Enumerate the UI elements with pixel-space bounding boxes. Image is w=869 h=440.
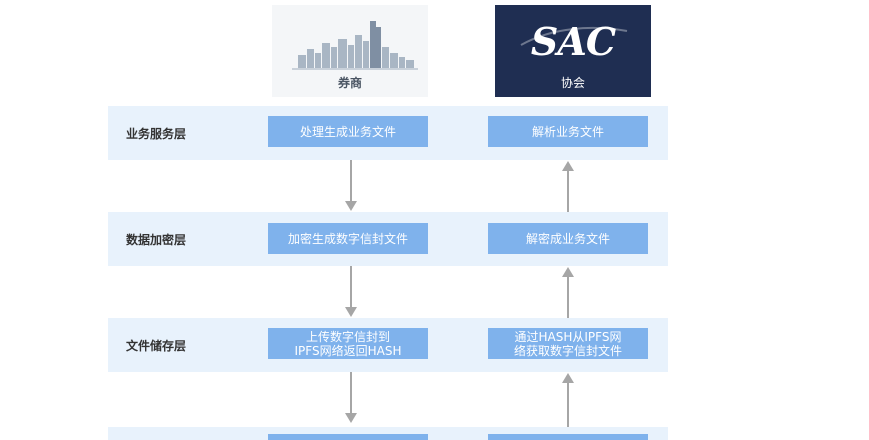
arrow-down-3-head xyxy=(345,413,357,423)
arrow-up-2-head xyxy=(562,267,574,277)
layer-label: 业务服务层 xyxy=(126,126,187,141)
storage-left-box: 上传数字信封到 IPFS网络返回HASH xyxy=(268,328,428,359)
box-text-line-2: IPFS网络返回HASH xyxy=(294,343,402,358)
box-text: 处理生成业务文件 xyxy=(299,124,396,139)
encryption-right-box: 解密成业务文件 xyxy=(488,223,648,254)
broker-label: 券商 xyxy=(337,76,362,90)
business-right-box: 解析业务文件 xyxy=(488,116,648,147)
sac-card: SAC 协会 xyxy=(495,5,651,97)
box-text: 解密成业务文件 xyxy=(525,231,610,246)
sac-logo: SAC xyxy=(530,19,616,64)
box-text: 解析业务文件 xyxy=(531,124,604,139)
partial-right-box xyxy=(488,434,648,440)
arrow-down-1-head xyxy=(345,201,357,211)
box-text-line-1: 上传数字信封到 xyxy=(305,329,390,344)
business-left-box: 处理生成业务文件 xyxy=(268,116,428,147)
arrow-down-2-head xyxy=(345,307,357,317)
layer-label: 数据加密层 xyxy=(126,232,187,247)
layer-label: 文件储存层 xyxy=(126,338,187,353)
broker-card: 券商 xyxy=(272,5,428,97)
city-skyline-icon xyxy=(292,21,418,70)
box-text: 加密生成数字信封文件 xyxy=(287,231,408,246)
sac-label: 协会 xyxy=(560,76,585,90)
arrow-up-3-head xyxy=(562,373,574,383)
arrow-up-1-head xyxy=(562,161,574,171)
box-text-line-2: 络获取数字信封文件 xyxy=(513,343,622,358)
sac-swoosh-icon xyxy=(520,27,628,46)
encryption-left-box: 加密生成数字信封文件 xyxy=(268,223,428,254)
storage-right-box: 通过HASH从IPFS网 络获取数字信封文件 xyxy=(488,328,648,359)
partial-left-box xyxy=(268,434,428,440)
box-text-line-1: 通过HASH从IPFS网 xyxy=(514,329,622,344)
